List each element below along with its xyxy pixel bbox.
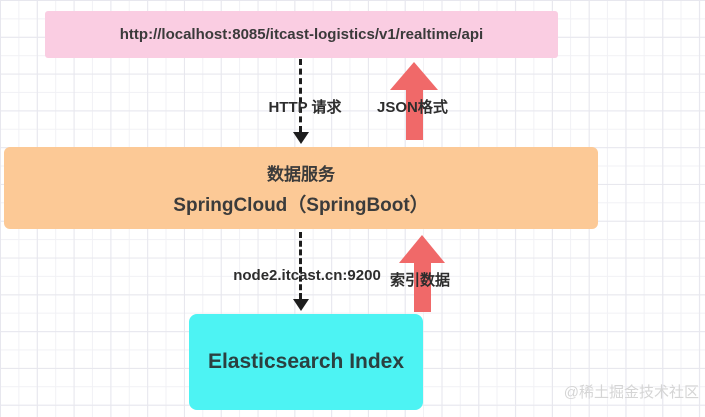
arrow-shaft — [405, 90, 423, 140]
arrowhead-down-icon — [293, 299, 309, 311]
data-service-subtitle: SpringCloud（SpringBoot） — [173, 194, 429, 216]
es-endpoint-label: node2.itcast.cn:9200 — [233, 267, 381, 284]
arrowhead-up-icon — [399, 235, 445, 263]
elasticsearch-index-box: Elasticsearch Index — [189, 314, 423, 410]
index-data-up-arrow-icon — [399, 235, 445, 312]
arrowhead-down-icon — [293, 132, 309, 144]
http-request-down-arrow-icon — [293, 59, 309, 144]
elasticsearch-index-label: Elasticsearch Index — [207, 350, 405, 373]
arrow-shaft — [413, 263, 431, 312]
api-url-label: http://localhost:8085/itcast-logistics/v… — [119, 26, 484, 43]
dashed-line — [299, 232, 302, 299]
index-data-label: 索引数据 — [390, 272, 451, 289]
arrowhead-up-icon — [390, 62, 438, 90]
watermark: @稀土掘金技术社区 — [563, 384, 699, 401]
json-format-label: JSON格式 — [377, 99, 448, 116]
api-url-box: http://localhost:8085/itcast-logistics/v… — [45, 11, 558, 58]
dashed-line — [299, 59, 302, 132]
json-format-up-arrow-icon — [390, 62, 438, 140]
es-endpoint-down-arrow-icon — [293, 232, 309, 311]
data-service-box: 数据服务 SpringCloud（SpringBoot） — [4, 147, 598, 229]
data-service-title: 数据服务 — [267, 164, 335, 184]
http-request-label: HTTP 请求 — [268, 99, 342, 116]
